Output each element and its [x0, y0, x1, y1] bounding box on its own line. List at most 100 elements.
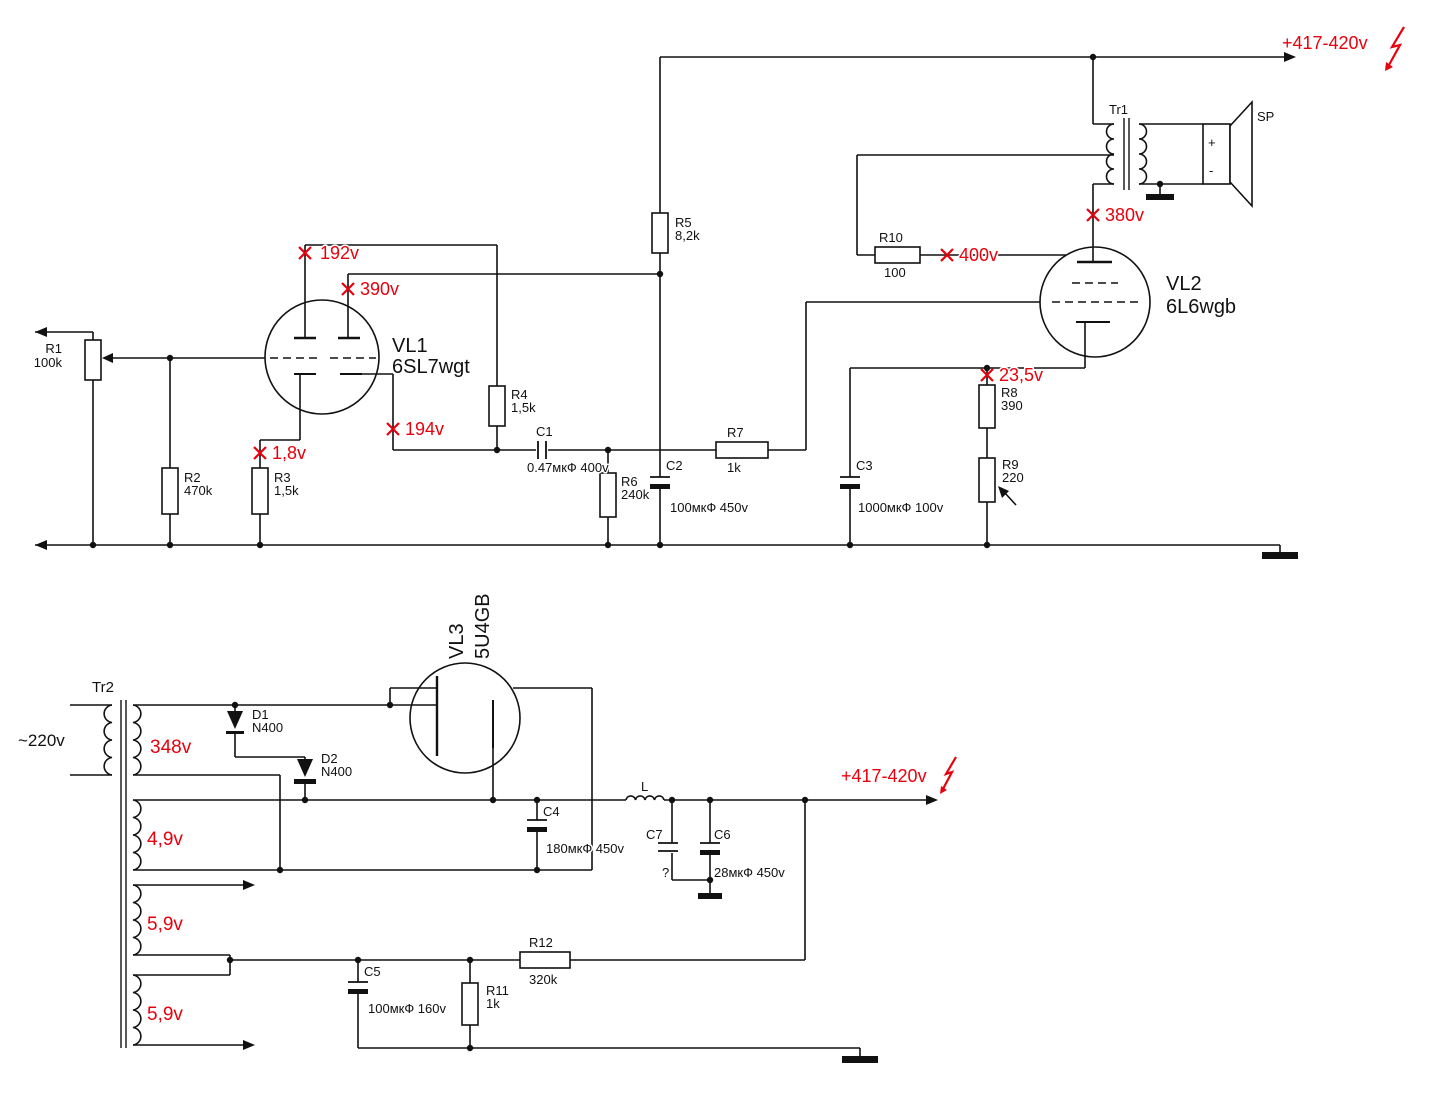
resistor-body	[519, 951, 571, 969]
ground-icon	[842, 1056, 878, 1063]
capacitor-name: C5	[364, 964, 381, 979]
diode-cathode-bar	[294, 779, 316, 784]
heater2-coil	[132, 974, 142, 1046]
diode-triangle	[227, 711, 243, 729]
resistor-value: 240k	[621, 487, 650, 502]
speaker-label: SP	[1257, 109, 1274, 124]
resistor-body	[874, 246, 921, 264]
bplus-mid-label: +417-420v	[840, 756, 957, 794]
wiring	[35, 56, 1285, 1056]
junction-dot	[801, 796, 809, 804]
rectifier-heater-coil	[132, 799, 142, 871]
capacitor-name: C6	[714, 827, 731, 842]
resistor-r3: R3 1,5k	[251, 467, 301, 515]
wiper-lead	[1004, 492, 1017, 506]
junction-dot	[668, 796, 676, 804]
transformer-tr1: Tr1	[1105, 101, 1148, 190]
voltage-value: 194v	[405, 419, 444, 439]
arrow-right-icon	[926, 795, 938, 805]
core-lines	[120, 700, 127, 1048]
resistor-r5: R5 8,2k	[651, 212, 702, 254]
speaker: + - SP	[1202, 99, 1276, 209]
heater1-voltage: 5,9v	[147, 914, 183, 935]
x-mark-icon	[940, 248, 954, 262]
speaker-cone-icon	[1229, 99, 1253, 209]
voltage-marker-vl1-anode1: 192v	[298, 242, 361, 265]
junction-dot	[166, 541, 174, 549]
x-mark-icon	[253, 446, 267, 460]
arrow-left-icon	[35, 327, 47, 337]
resistor-body	[488, 385, 506, 427]
junction-dot	[533, 866, 541, 874]
tube-name: VL3	[446, 623, 468, 659]
tube-vl3: VL3 5U4GB	[409, 592, 521, 774]
resistor-body	[161, 467, 179, 515]
junction-dot	[166, 354, 174, 362]
voltage-value: 1,8v	[272, 443, 306, 463]
capacitor-plate-thick	[348, 989, 368, 994]
junction-dot	[533, 796, 541, 804]
diode-d1: D1 N400	[226, 706, 285, 737]
anode-plates	[294, 260, 1112, 756]
resistor-body	[461, 982, 479, 1026]
capacitor-plate-thick	[527, 827, 547, 832]
capacitor-name: C7	[646, 827, 663, 842]
capacitor-value: 100мкФ 160v	[368, 1001, 447, 1016]
tube-name: VL2	[1166, 273, 1202, 295]
capacitor-value: 180мкФ 450v	[546, 841, 625, 856]
capacitor-name: C3	[856, 458, 873, 473]
voltage-value: 380v	[1105, 205, 1144, 225]
arrow-right-icon	[243, 880, 255, 890]
capacitor-c2: C2 100мкФ 450v	[650, 457, 750, 517]
resistor-value: 1k	[486, 996, 500, 1011]
resistor-r1: R1 100k	[32, 339, 113, 381]
arrow-left-icon	[35, 540, 47, 550]
heater1-coil	[132, 884, 142, 956]
capacitor-plate-thick	[700, 850, 720, 855]
voltage-markers: 192v 390v 194v 1,8v 23,5v 400v 380v	[253, 204, 1146, 465]
x-mark-icon	[298, 246, 312, 260]
resistor-value: 1,5k	[274, 483, 299, 498]
speaker-minus: -	[1209, 163, 1213, 178]
primary-coil	[1105, 123, 1115, 185]
resistor-r7: R7 1k	[715, 424, 769, 477]
tube-vl2: VL2 6L6wgb	[1039, 246, 1238, 358]
junction-dot	[604, 446, 612, 454]
resistor-value: 470k	[184, 483, 213, 498]
resistor-r6: R6 240k	[599, 472, 651, 518]
junction-dot	[656, 541, 664, 549]
resistor-name: R7	[727, 425, 744, 440]
transformer-tr2: Tr2 ~220v 348v 4,9v 5,9v 5,9v	[17, 678, 193, 1048]
tube-name: VL1	[392, 335, 428, 357]
junction-dot	[301, 796, 309, 804]
diode-triangle	[297, 759, 313, 777]
diode-name: D1	[252, 707, 269, 722]
resistor-value: 1,5k	[511, 400, 536, 415]
resistor-value: 8,2k	[675, 228, 700, 243]
junction-dot	[983, 364, 991, 372]
resistor-r12: R12 320k	[519, 934, 571, 989]
diode-cathode-bar	[226, 731, 244, 734]
resistor-r11: R11 1k	[461, 982, 510, 1026]
diode-type: N400	[252, 720, 283, 735]
junction-dot	[706, 876, 714, 884]
arrow-icons	[35, 52, 1296, 1050]
resistor-name: R3	[274, 470, 291, 485]
lightning-tip-icon	[1385, 62, 1393, 71]
capacitor-value: 100мкФ 450v	[670, 500, 749, 515]
lightning-icon	[1388, 26, 1405, 66]
capacitor-value: ?	[662, 865, 669, 880]
resistor-name: R2	[184, 470, 201, 485]
rail-voltage: +417-420v	[1282, 33, 1368, 53]
junction-dot	[386, 701, 394, 709]
junction-dot	[983, 541, 991, 549]
junction-dots	[89, 53, 1164, 1052]
resistor-body	[715, 441, 769, 459]
junction-dot	[1089, 53, 1097, 61]
tube-type: 6SL7wgt	[392, 356, 470, 378]
core-lines	[1123, 118, 1130, 190]
rectifier-heater-voltage: 4,9v	[147, 829, 183, 850]
diode-d2: D2 N400	[294, 750, 354, 784]
